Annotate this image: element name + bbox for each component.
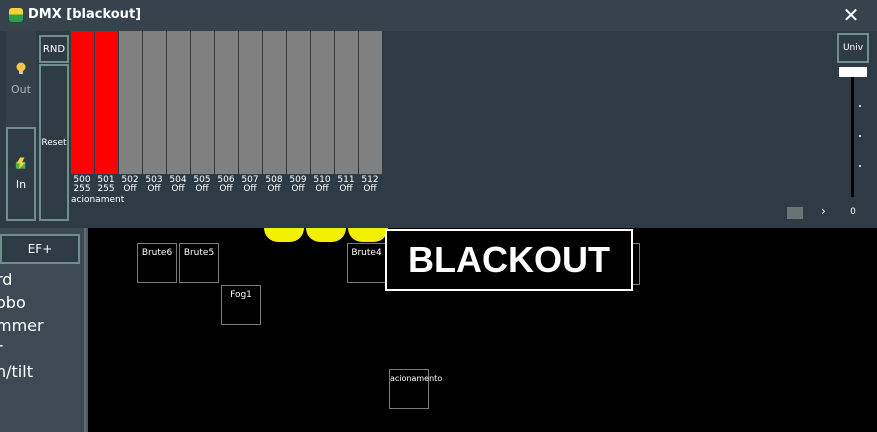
- channel-number: 512: [358, 176, 382, 185]
- slider-tick: [859, 105, 861, 107]
- channel-number: 500: [70, 176, 94, 185]
- channel-fader[interactable]: [167, 31, 190, 174]
- channel-fader[interactable]: [335, 31, 358, 174]
- in-button[interactable]: In: [6, 127, 36, 221]
- fixture-acionamento[interactable]: acionamento: [389, 369, 442, 409]
- channel-fader[interactable]: [263, 31, 286, 174]
- lamp-icon[interactable]: [264, 228, 304, 242]
- side-list-item[interactable]: n/tilt: [0, 362, 33, 381]
- channel-number: 503: [142, 176, 166, 185]
- channel-value: Off: [262, 185, 286, 194]
- lamp-icon[interactable]: [348, 228, 388, 242]
- panel-divider[interactable]: [86, 228, 88, 432]
- channel-number: 508: [262, 176, 286, 185]
- channel-value: Off: [334, 185, 358, 194]
- channel-value: 255: [70, 185, 94, 194]
- channel-number: 502: [118, 176, 142, 185]
- channel-fader[interactable]: [95, 31, 118, 174]
- channel-value: Off: [238, 185, 262, 194]
- channel-fader[interactable]: [191, 31, 214, 174]
- channel-number: 505: [190, 176, 214, 185]
- channel-number: 510: [310, 176, 334, 185]
- fixture-brute4[interactable]: Brute4: [347, 243, 386, 283]
- random-button[interactable]: RND: [39, 35, 69, 63]
- page-indicator[interactable]: [787, 207, 803, 219]
- channel-value: Off: [214, 185, 238, 194]
- fixture-list-panel: EF+ rd obo mmer r n/tilt: [0, 228, 86, 432]
- fixture-fog1[interactable]: Fog1: [221, 285, 261, 325]
- side-list-item[interactable]: mmer: [0, 316, 44, 335]
- universe-slider-track[interactable]: [851, 77, 854, 197]
- in-label: In: [15, 178, 27, 191]
- channel-value: 255: [94, 185, 118, 194]
- channel-value: Off: [142, 185, 166, 194]
- channel-fader[interactable]: [143, 31, 166, 174]
- channel-fader[interactable]: [119, 31, 142, 174]
- close-button[interactable]: ✕: [842, 3, 860, 27]
- reset-button[interactable]: Reset: [39, 64, 69, 221]
- channel-fader[interactable]: [71, 31, 94, 174]
- channel-fader[interactable]: [215, 31, 238, 174]
- out-button[interactable]: Out: [6, 31, 36, 127]
- channel-fixture-label: acionament: [71, 195, 125, 205]
- channel-fader[interactable]: [239, 31, 262, 174]
- channel-number: 506: [214, 176, 238, 185]
- universe-button[interactable]: Univ: [837, 33, 869, 63]
- fixture-brute6[interactable]: Brute6: [137, 243, 177, 283]
- blackout-indicator: BLACKOUT: [385, 229, 633, 291]
- fixture-partial[interactable]: [633, 243, 640, 285]
- channel-value: Off: [118, 185, 142, 194]
- channel-value: Off: [286, 185, 310, 194]
- side-list-item[interactable]: obo: [0, 293, 26, 312]
- app-icon: [9, 8, 23, 22]
- slider-tick: [859, 165, 861, 167]
- side-list-item[interactable]: r: [0, 339, 3, 358]
- channel-number: 509: [286, 176, 310, 185]
- input-icon: [15, 157, 26, 170]
- next-page-arrow[interactable]: ›: [821, 204, 826, 218]
- channel-value: Off: [358, 185, 382, 194]
- channel-fader[interactable]: [359, 31, 382, 174]
- slider-tick: [859, 135, 861, 137]
- channel-number: 504: [166, 176, 190, 185]
- channel-fader[interactable]: [287, 31, 310, 174]
- channel-number: 501: [94, 176, 118, 185]
- channel-value: Off: [310, 185, 334, 194]
- channel-value: Off: [190, 185, 214, 194]
- window-title: DMX [blackout]: [28, 7, 142, 22]
- side-list-item[interactable]: rd: [0, 270, 13, 289]
- channel-value: Off: [166, 185, 190, 194]
- channel-number: 507: [238, 176, 262, 185]
- lamp-icon[interactable]: [306, 228, 346, 242]
- out-label: Out: [11, 83, 31, 96]
- universe-value: 0: [850, 207, 856, 217]
- universe-panel: Univ 0: [837, 33, 869, 223]
- fixture-brute5[interactable]: Brute5: [179, 243, 219, 283]
- universe-slider-handle[interactable]: [839, 67, 867, 77]
- channel-number: 511: [334, 176, 358, 185]
- bulb-icon: [16, 62, 26, 74]
- title-bar[interactable]: DMX [blackout] ✕: [0, 0, 877, 31]
- ef-plus-button[interactable]: EF+: [0, 234, 80, 264]
- channel-fader[interactable]: [311, 31, 334, 174]
